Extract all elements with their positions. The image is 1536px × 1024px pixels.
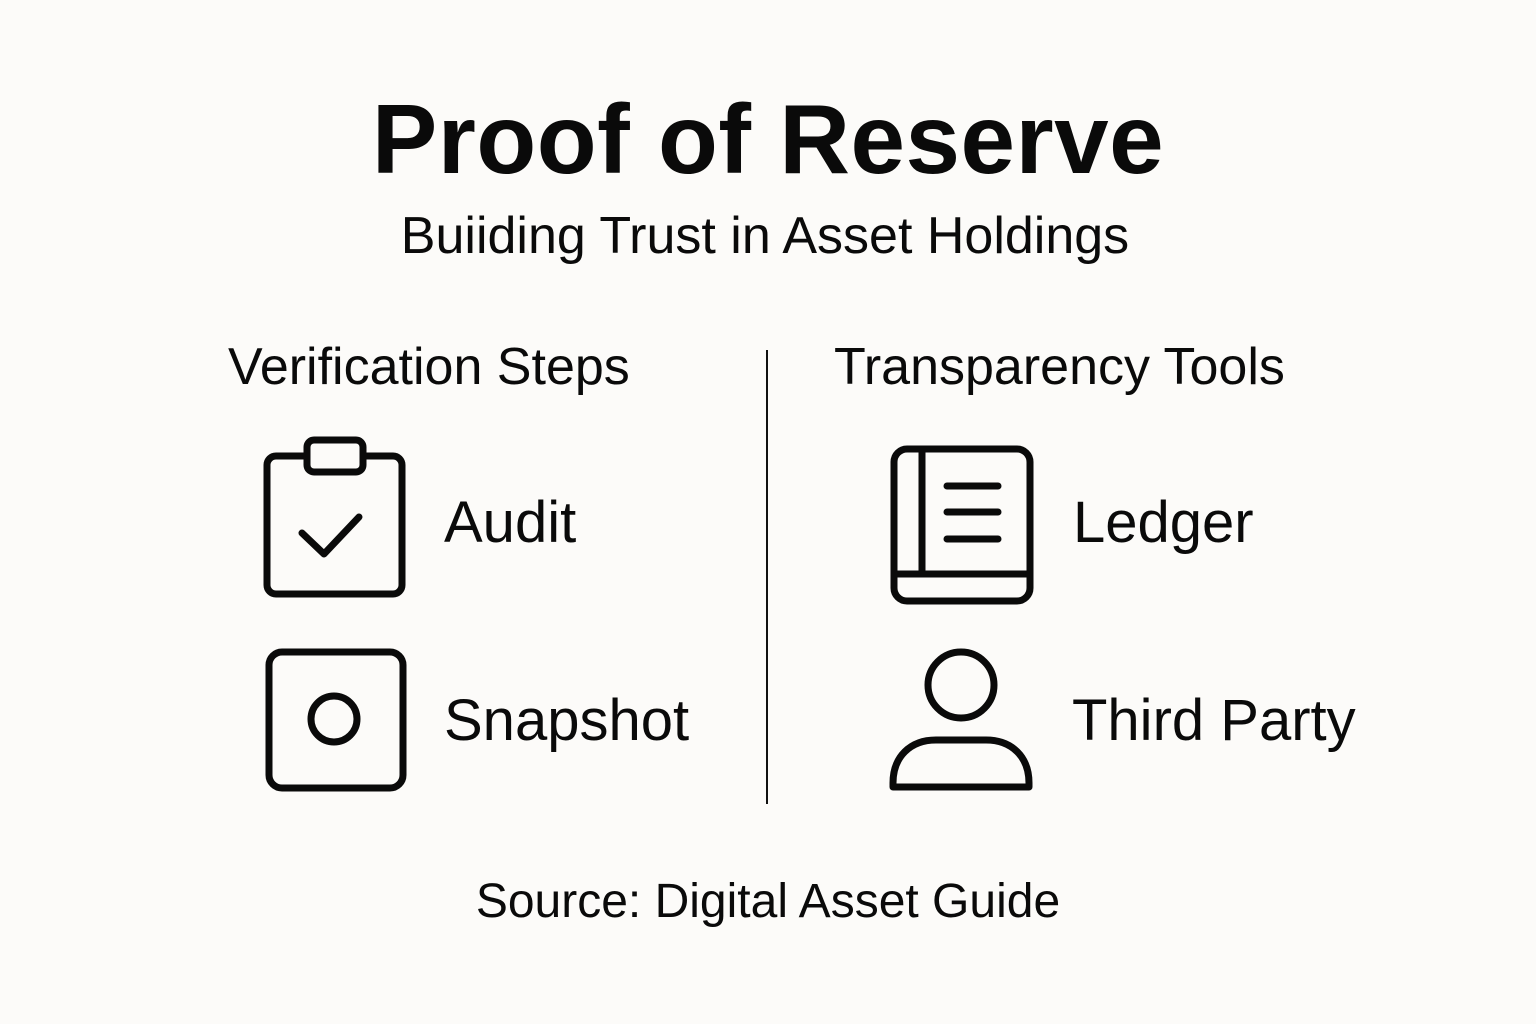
third-party-label: Third Party [1072,688,1356,753]
third-party-item: Third Party [886,645,1386,795]
ledger-label: Ledger [1073,490,1254,555]
transparency-tools-heading: Transparency Tools [834,338,1285,396]
ledger-book-icon [890,445,1034,605]
snapshot-label: Snapshot [444,688,690,753]
page-subtitle: Buiiding Trust in Asset Holdings [400,207,1130,265]
column-divider [766,350,768,804]
source-caption: Source: Digital Asset Guide [475,875,1061,928]
audit-label: Audit [444,490,577,555]
clipboard-check-icon [263,436,406,598]
person-icon [889,648,1033,791]
audit-item: Audit [262,436,662,601]
page-title: Proof of Reserve [371,84,1165,194]
ledger-item: Ledger [888,442,1308,607]
snapshot-item: Snapshot [262,644,722,794]
camera-square-icon [265,648,407,792]
verification-steps-heading: Verification Steps [228,338,630,396]
